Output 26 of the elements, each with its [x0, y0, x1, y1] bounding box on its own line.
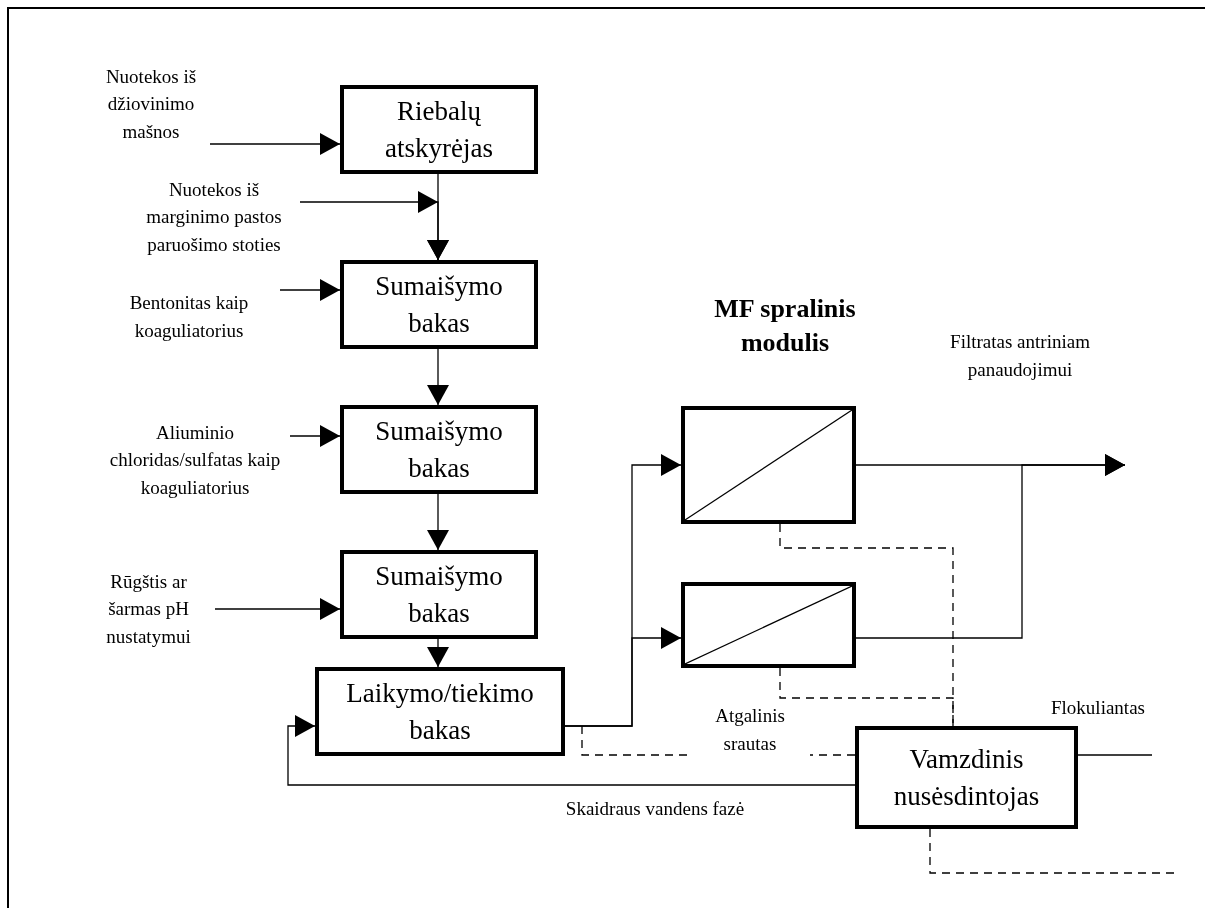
- input-label: Nuotekos iš džiovinimo mašnos: [92, 56, 210, 152]
- input-label: Bentonitas kaip koaguliatorius: [98, 286, 280, 348]
- flow-arrow: [855, 454, 1126, 639]
- process-box: Sumaišymo bakas: [340, 550, 538, 639]
- membrane-module: [681, 406, 856, 524]
- flow-arrow: [427, 638, 449, 668]
- dashed-flow-line: [779, 667, 954, 727]
- flow-arrow: [564, 627, 682, 727]
- process-box: Sumaišymo bakas: [340, 260, 538, 349]
- flow-arrow: [427, 493, 449, 551]
- flow-arrow: [427, 348, 449, 406]
- process-box: Riebalų atskyrėjas: [340, 85, 538, 174]
- flow-line: [1077, 754, 1153, 756]
- input-label: Nuotekos iš marginimo pastos paruošimo stoties: [128, 168, 300, 266]
- flow-arrow: [299, 191, 449, 261]
- membrane-module: [681, 582, 856, 668]
- input-label: Aliuminio chloridas/sulfatas kaip koaguliatorius: [100, 398, 290, 522]
- process-box: Sumaišymo bakas: [340, 405, 538, 494]
- flow-arrow: [209, 133, 341, 155]
- process-box: Vamzdinis nusėsdintojas: [855, 726, 1078, 829]
- flow-arrow: [289, 425, 341, 447]
- flow-arrow: [214, 598, 341, 620]
- process-box: Laikymo/tiekimo bakas: [315, 667, 565, 756]
- input-label: Rūgštis ar šarmas pH nustatymui: [82, 566, 215, 652]
- flow-arrow: [287, 715, 856, 786]
- flow-arrow: [279, 279, 341, 301]
